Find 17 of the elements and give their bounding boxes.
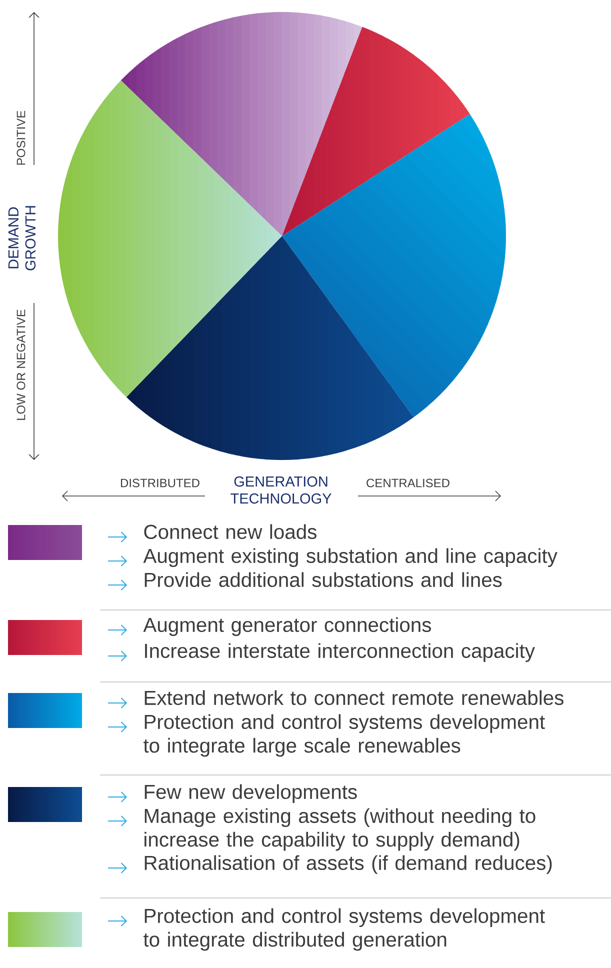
list-item: Augment generator connections (143, 617, 431, 636)
list-item: Augment existing substation and line capacity (143, 548, 558, 568)
list-item: Rationalisation of assets (if demand reduces) (144, 855, 552, 874)
list-item: Protection and control systems development to integrate distributed generation (144, 908, 545, 951)
list-item: Few new developments (144, 784, 357, 804)
axis-label: GENERATION TECHNOLOGY (230, 476, 332, 504)
list-item: Manage existing assets (without needing to increase the capability to supply demand) (144, 808, 536, 851)
axis-label: LOW OR NEGATIVE (16, 310, 26, 420)
list-item: Provide additional substations and lines (144, 572, 502, 588)
axis-label: DISTRIBUTED (120, 478, 200, 488)
list-item: Connect new loads (144, 524, 316, 540)
list-item: Extend network to connect remote renewables (144, 690, 564, 706)
axis-label: POSITIVE (16, 110, 26, 165)
axis-label: DEMAND GROWTH (8, 206, 36, 270)
list-item: Protection and control systems development to integrate large scale renewables (144, 714, 545, 757)
list-item: Increase interstate interconnection capacity (145, 643, 535, 662)
axis-label: CENTRALISED (366, 478, 450, 488)
